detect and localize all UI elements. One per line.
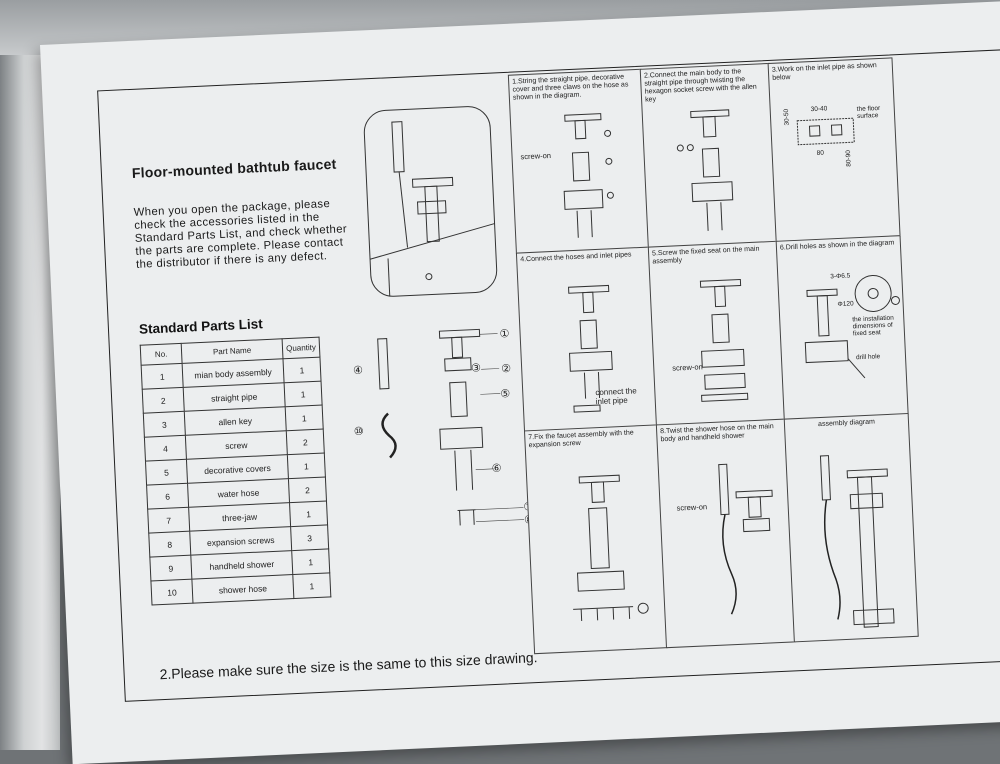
document-title: Floor-mounted bathtub faucet [131,155,337,181]
step-8-drawing [698,450,786,633]
step-1-caption: 1.String the straight pipe, decorative c… [512,73,629,102]
callout-4: ④ [352,364,364,378]
step-2-caption: 2.Connect the main body to the straight … [643,68,757,104]
step-6-caption: 6.Drill holes as shown in the diagram [779,239,895,252]
cell-part-name: shower hose [191,574,294,604]
exploded-parts-diagram [339,307,549,536]
cell-no: 7 [147,507,190,534]
step-3-drawing [795,116,867,159]
parts-list-title: Standard Parts List [138,316,263,337]
step-9-drawing [806,438,915,632]
callout-2: ② [500,362,512,376]
intro-paragraph: When you open the package, please check … [133,198,348,271]
step-5-drawing [680,273,766,416]
callout-1: ① [499,328,510,341]
cell-quantity: 1 [282,357,322,383]
step-8-caption: 8.Twist the shower hose on the main body… [660,423,774,444]
step-1-panel: 1.String the straight pipe, decorative c… [507,68,650,255]
step-3-panel: 3.Work on the inlet pipe as shown below … [767,57,901,243]
step-6-panel: 6.Drill holes as shown in the diagram 3-… [775,235,909,421]
cell-no: 3 [143,411,186,438]
cell-quantity: 2 [286,429,325,455]
step-1-drawing [541,111,627,249]
step-4-drawing [548,279,634,422]
step-7-drawing [557,466,655,640]
cell-no: 8 [148,531,191,558]
step-3-dim-30-40: 30-40 [810,105,828,114]
step-6-drawing [792,266,908,411]
step-5-caption: 5.Screw the fixed seat on the main assem… [651,245,760,266]
cell-no: 4 [144,435,187,462]
instruction-sheet: Floor-mounted bathtub faucet When you op… [40,0,1000,764]
callout-6: ⑥ [491,462,502,475]
step-2-drawing [671,107,757,240]
step-5-panel: 5.Screw the fixed seat on the main assem… [647,240,786,427]
step-3-dim-30-50: 30-50 [782,108,791,126]
step-9-caption: assembly diagram [817,418,876,429]
step-4-caption: 4.Connect the hoses and inlet pipes [520,251,632,264]
step-9-panel: assembly diagram [783,412,919,643]
cell-quantity: 1 [289,500,328,527]
step-7-caption: 7.Fix the faucet assembly with the expan… [528,429,634,450]
cell-quantity: 1 [292,572,331,599]
callout-3: ③ [470,362,482,375]
step-7-panel: 7.Fix the faucet assembly with the expan… [523,424,669,655]
cell-quantity: 2 [288,476,327,503]
col-header-no: No. [140,343,183,366]
product-sketch [361,104,499,300]
cell-quantity: 1 [287,453,326,479]
cell-no: 2 [142,387,185,414]
cell-no: 1 [141,363,184,390]
cell-no: 5 [145,459,188,486]
step-8-panel: 8.Twist the shower hose on the main body… [655,418,796,649]
cell-quantity: 3 [290,524,329,551]
cell-no: 9 [149,555,192,582]
footer-note: 2.Please make sure the size is the same … [159,649,538,683]
callout-5: ⑤ [500,388,511,401]
step-2-panel: 2.Connect the main body to the straight … [639,62,778,249]
sheet-frame: Floor-mounted bathtub faucet When you op… [97,49,1000,702]
cell-quantity: 1 [285,405,324,431]
callout-10: ⑩ [353,425,365,439]
cell-no: 10 [150,579,193,605]
col-header-quantity: Quantity [282,337,320,359]
cell-no: 6 [146,483,189,510]
step-3-caption: 3.Work on the inlet pipe as shown below [771,62,877,82]
step-4-panel: 4.Connect the hoses and inlet pipes conn… [515,246,658,433]
cell-quantity: 1 [284,381,323,407]
cell-quantity: 1 [291,548,330,575]
